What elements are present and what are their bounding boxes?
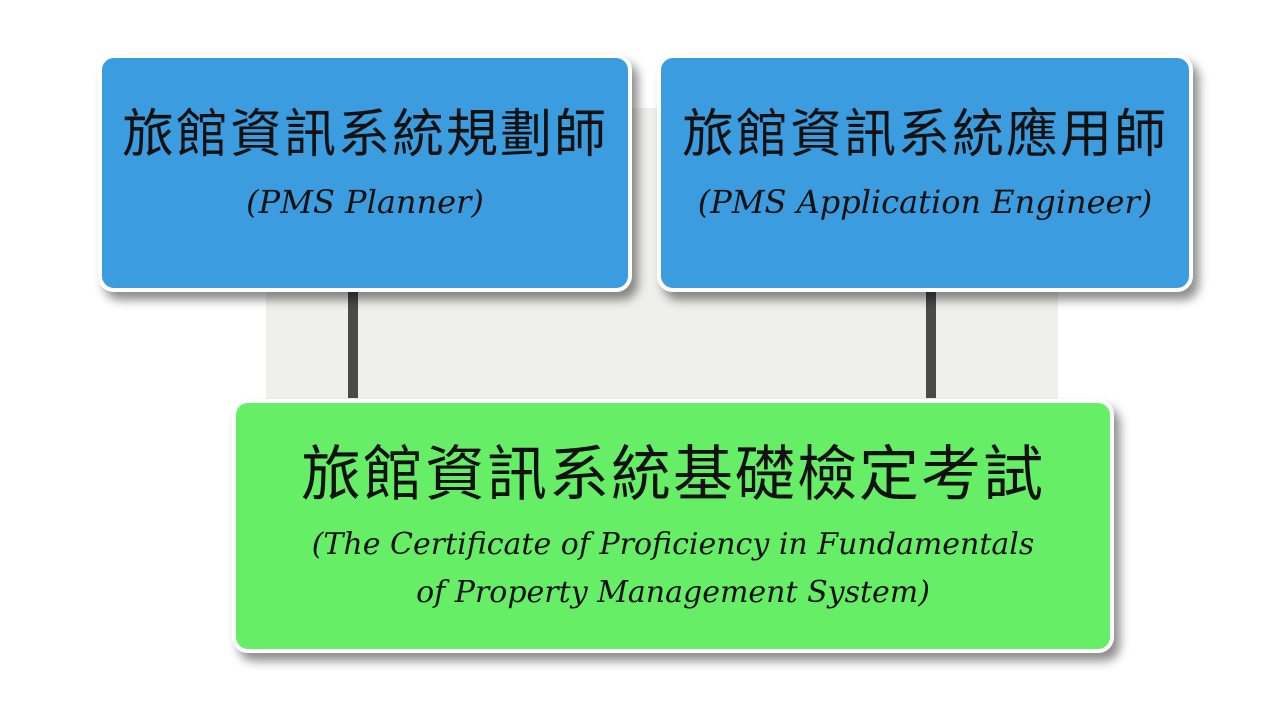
pms-application-engineer-box: 旅館資訊系統應用師 (PMS Application Engineer) bbox=[657, 54, 1193, 292]
connector-line-left bbox=[348, 286, 358, 398]
pms-planner-box: 旅館資訊系統規劃師 (PMS Planner) bbox=[98, 54, 632, 292]
pms-fundamentals-exam-subtitle-line2: of Property Management System) bbox=[416, 575, 930, 610]
pms-fundamentals-exam-title: 旅館資訊系統基礎檢定考試 bbox=[301, 440, 1045, 510]
pms-application-engineer-subtitle: (PMS Application Engineer) bbox=[697, 183, 1153, 221]
pms-fundamentals-exam-box: 旅館資訊系統基礎檢定考試 (The Certificate of Profici… bbox=[232, 399, 1114, 653]
pms-planner-title: 旅館資訊系統規劃師 bbox=[121, 105, 608, 165]
pms-fundamentals-exam-subtitle-line1: (The Certificate of Proficiency in Funda… bbox=[311, 527, 1035, 562]
pms-application-engineer-title: 旅館資訊系統應用師 bbox=[681, 105, 1168, 165]
connector-line-right bbox=[926, 286, 936, 398]
pms-planner-subtitle: (PMS Planner) bbox=[246, 183, 484, 221]
